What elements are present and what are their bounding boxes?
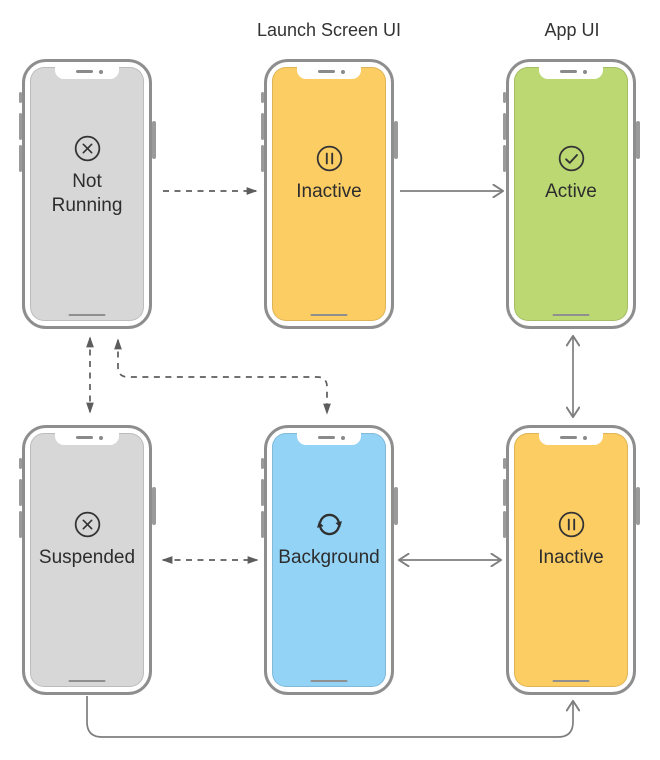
volume-down-button xyxy=(502,511,506,538)
mute-switch xyxy=(260,458,264,469)
power-button xyxy=(636,121,640,159)
phone-screen: Not Running xyxy=(30,67,144,321)
notch xyxy=(297,67,361,79)
phone-inactive-app: Inactive xyxy=(502,425,640,695)
power-button xyxy=(394,121,398,159)
volume-up-button xyxy=(18,479,22,506)
phone-screen: Suspended xyxy=(30,433,144,687)
camera-dot xyxy=(99,69,103,74)
camera-dot xyxy=(99,435,103,440)
volume-down-button xyxy=(502,145,506,172)
power-button xyxy=(152,121,156,159)
mute-switch xyxy=(18,92,22,103)
home-indicator xyxy=(68,679,106,682)
mute-switch xyxy=(260,92,264,103)
home-indicator xyxy=(552,679,590,682)
state-content: Background xyxy=(272,511,386,570)
phone-suspended: Suspended xyxy=(18,425,156,695)
home-indicator xyxy=(68,313,106,316)
phone-inactive-launch: Inactive xyxy=(260,59,398,329)
mute-switch xyxy=(502,458,506,469)
power-button xyxy=(636,487,640,525)
volume-down-button xyxy=(18,145,22,172)
check-circle-icon xyxy=(558,145,584,172)
phone-screen: Background xyxy=(272,433,386,687)
phone-active: Active xyxy=(502,59,640,329)
pause-circle-icon xyxy=(316,145,342,172)
state-label: Active xyxy=(545,181,597,202)
camera-dot xyxy=(583,69,587,74)
home-indicator xyxy=(552,313,590,316)
speaker-grille xyxy=(560,436,577,439)
arrow-suspended-to-inactive-app xyxy=(86,696,573,738)
arrow-not-running-background xyxy=(114,338,331,415)
state-label: Inactive xyxy=(296,181,362,202)
speaker-grille xyxy=(318,70,335,73)
camera-dot xyxy=(583,435,587,440)
state-content: Inactive xyxy=(272,145,386,204)
column-label-app-ui: App UI xyxy=(544,20,600,40)
volume-down-button xyxy=(18,511,22,538)
volume-up-button xyxy=(502,113,506,140)
phone-screen: Inactive xyxy=(514,433,628,687)
state-label: Suspended xyxy=(38,547,136,568)
home-indicator xyxy=(310,313,348,316)
speaker-grille xyxy=(560,70,577,73)
volume-up-button xyxy=(260,479,264,506)
state-label: Not Running xyxy=(51,171,123,216)
cross-circle-icon xyxy=(74,135,100,162)
volume-up-button xyxy=(18,113,22,140)
notch xyxy=(297,433,361,445)
state-content: Inactive xyxy=(514,511,628,570)
speaker-grille xyxy=(318,436,335,439)
mute-switch xyxy=(18,458,22,469)
volume-up-button xyxy=(260,113,264,140)
state-content: Active xyxy=(514,145,628,204)
notch xyxy=(539,67,603,79)
phone-screen: Inactive xyxy=(272,67,386,321)
power-button xyxy=(152,487,156,525)
phone-not-running: Not Running xyxy=(18,59,156,329)
notch xyxy=(539,433,603,445)
sync-circle-icon xyxy=(316,513,342,536)
camera-dot xyxy=(341,69,345,74)
speaker-grille xyxy=(76,70,93,73)
camera-dot xyxy=(341,435,345,440)
volume-up-button xyxy=(502,479,506,506)
state-label: Background xyxy=(278,547,380,568)
state-content: Suspended xyxy=(30,511,144,570)
volume-down-button xyxy=(260,145,264,172)
cross-circle-icon xyxy=(74,511,100,538)
phone-screen: Active xyxy=(514,67,628,321)
phone-background: Background xyxy=(260,425,398,695)
state-content: Not Running xyxy=(30,135,144,218)
mute-switch xyxy=(502,92,506,103)
notch xyxy=(55,67,119,79)
pause-circle-icon xyxy=(558,511,584,538)
home-indicator xyxy=(310,679,348,682)
power-button xyxy=(394,487,398,525)
speaker-grille xyxy=(76,436,93,439)
volume-down-button xyxy=(260,511,264,538)
notch xyxy=(55,433,119,445)
state-label: Inactive xyxy=(538,547,604,568)
column-label-launch-screen-ui: Launch Screen UI xyxy=(256,20,402,40)
